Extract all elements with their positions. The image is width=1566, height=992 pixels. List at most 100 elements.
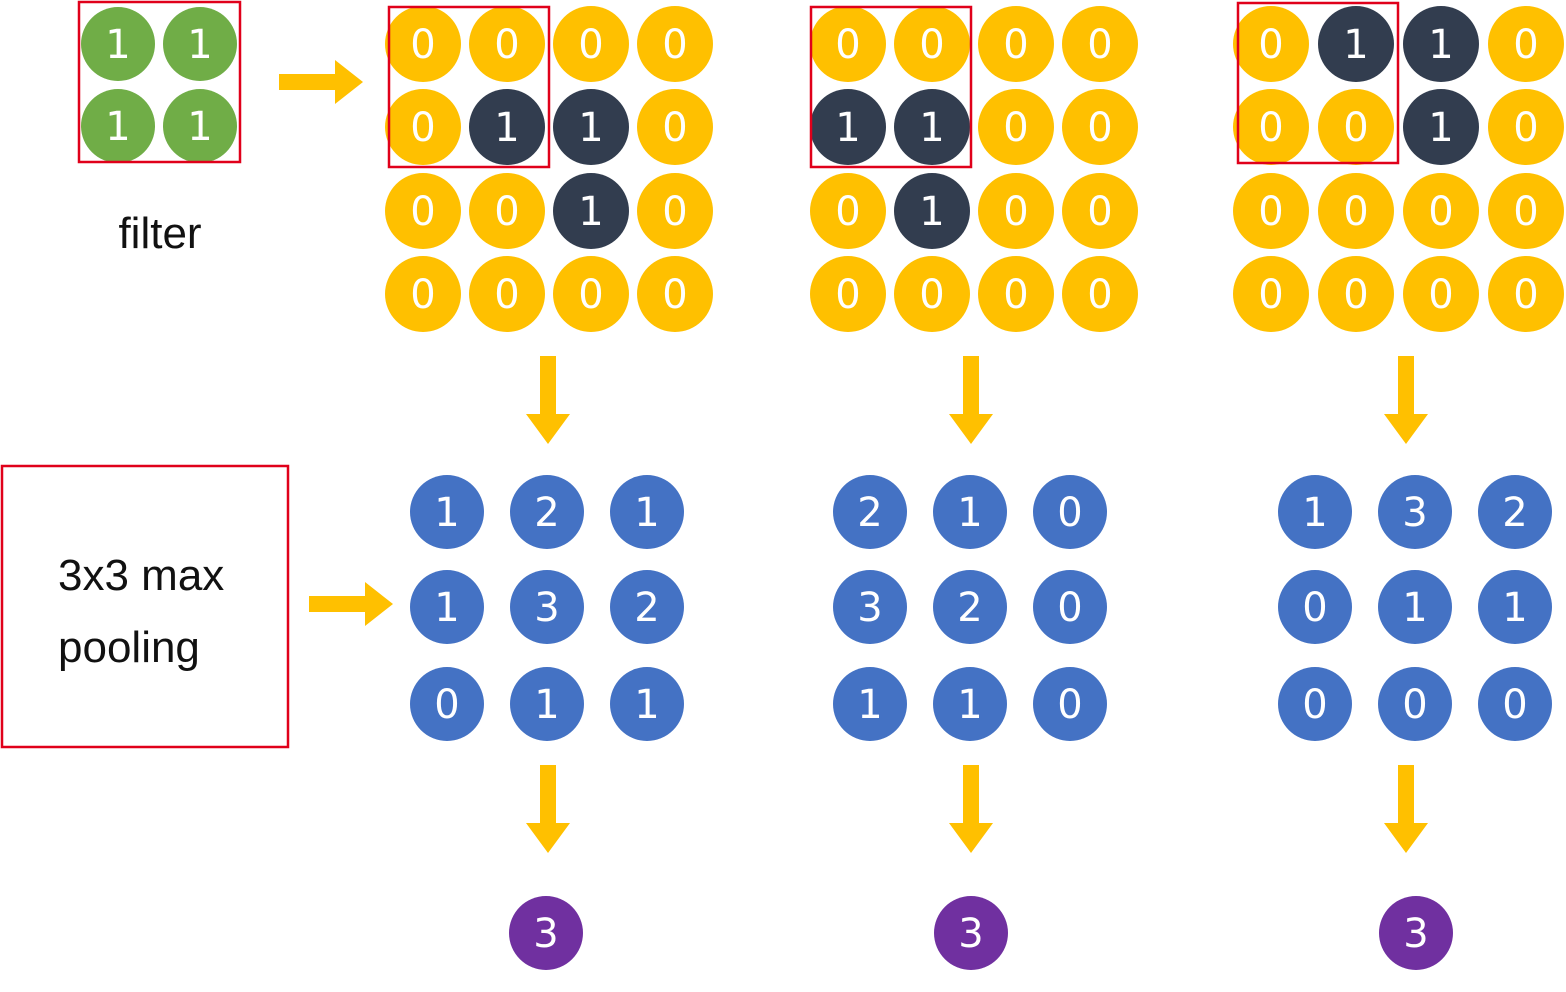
conv-cell-circle <box>933 570 1007 644</box>
filter-cell: 1 <box>81 89 155 163</box>
filter-cell-circle <box>81 89 155 163</box>
conv-cell-value: 1 <box>634 490 659 536</box>
filter-position-box <box>809 5 973 169</box>
conv-cell-value: 0 <box>434 682 459 728</box>
input-cell: 0 <box>553 256 629 332</box>
filter-cell-value: 1 <box>105 104 130 150</box>
conv-cell-value: 0 <box>1057 682 1082 728</box>
input-cell-value: 0 <box>919 272 944 318</box>
flow-arrows <box>279 60 1428 853</box>
input-cell: 0 <box>1233 89 1309 165</box>
input-cell-circle <box>978 173 1054 249</box>
conv-cell-value: 1 <box>1502 585 1527 631</box>
input-cell: 1 <box>553 173 629 249</box>
input-cell-circle <box>1403 89 1479 165</box>
pooled-result: 3 <box>509 896 583 970</box>
input-cell-circle <box>1488 89 1564 165</box>
input-cell-circle <box>1233 6 1309 82</box>
input-cell-value: 0 <box>1343 272 1368 318</box>
input-cell-value: 0 <box>1258 22 1283 68</box>
conv-cell-circle <box>1278 667 1352 741</box>
conv-cell-value: 2 <box>534 490 559 536</box>
input-cell-circle <box>810 89 886 165</box>
input-cell: 1 <box>1403 89 1479 165</box>
conv-cell-circle <box>1378 475 1452 549</box>
filter-cell-circle <box>81 7 155 81</box>
conv-cell-value: 1 <box>1302 490 1327 536</box>
input-cell: 0 <box>637 6 713 82</box>
input-cell-circle <box>469 89 545 165</box>
input-cell-circle <box>1318 173 1394 249</box>
input-cell-value: 0 <box>1513 22 1538 68</box>
filter-highlight-box <box>77 0 242 164</box>
input-cell: 0 <box>553 6 629 82</box>
input-cell-value: 0 <box>1428 189 1453 235</box>
input-cell-value: 0 <box>1343 189 1368 235</box>
input-cell-circle <box>1233 256 1309 332</box>
input-cell: 0 <box>1488 173 1564 249</box>
input-cell: 1 <box>1403 6 1479 82</box>
input-cell-value: 0 <box>1003 105 1028 151</box>
input-cell-value: 1 <box>919 105 944 151</box>
input-cell: 1 <box>810 89 886 165</box>
input-cell-value: 1 <box>919 189 944 235</box>
input-cell: 0 <box>1318 89 1394 165</box>
input-cell: 0 <box>1062 6 1138 82</box>
input-cell: 0 <box>978 89 1054 165</box>
conv-cell-circle <box>410 570 484 644</box>
conv-cell: 0 <box>1278 667 1352 741</box>
conv-cell: 0 <box>1378 667 1452 741</box>
input-cell-circle <box>978 89 1054 165</box>
input-to-conv-arrow <box>1384 356 1428 444</box>
input-cell-value: 0 <box>1258 189 1283 235</box>
input-cell: 0 <box>978 173 1054 249</box>
input-cell-value: 0 <box>578 272 603 318</box>
input-cell-value: 0 <box>1003 22 1028 68</box>
conv-cell: 2 <box>833 475 907 549</box>
filter-position-box <box>387 5 551 169</box>
input-cell-value: 0 <box>1003 272 1028 318</box>
conv-cell-circle <box>1478 667 1552 741</box>
conv-cell-circle <box>1478 475 1552 549</box>
conv-cell-value: 2 <box>957 585 982 631</box>
input-cell-value: 0 <box>835 22 860 68</box>
conv-cell-circle <box>1033 667 1107 741</box>
conv-cell-value: 3 <box>534 585 559 631</box>
input-cell: 1 <box>894 173 970 249</box>
input-cell-circle <box>894 89 970 165</box>
input-cell-value: 0 <box>1087 105 1112 151</box>
input-cell-circle <box>1403 256 1479 332</box>
conv-cell-circle <box>1278 475 1352 549</box>
conv-cell-value: 1 <box>957 682 982 728</box>
conv-cell: 1 <box>1378 570 1452 644</box>
input-cell-circle <box>1233 89 1309 165</box>
conv-cell-value: 2 <box>634 585 659 631</box>
input-cell-value: 0 <box>662 22 687 68</box>
input-cell-value: 0 <box>662 189 687 235</box>
input-cell-circle <box>553 6 629 82</box>
input-cell-circle <box>810 173 886 249</box>
conv-cell-value: 0 <box>1057 585 1082 631</box>
input-cell: 0 <box>385 6 461 82</box>
filter-cell: 1 <box>81 7 155 81</box>
input-cell-circle <box>385 89 461 165</box>
input-cell-circle <box>1488 6 1564 82</box>
input-cell-circle <box>1062 256 1138 332</box>
input-cell-circle <box>469 6 545 82</box>
conv-cell-circle <box>1378 667 1452 741</box>
input-cell-circle <box>469 173 545 249</box>
input-cell-value: 0 <box>1087 189 1112 235</box>
input-cell-circle <box>1062 89 1138 165</box>
conv-cell: 3 <box>510 570 584 644</box>
conv-cell: 1 <box>410 475 484 549</box>
input-cell: 0 <box>1488 6 1564 82</box>
conv-cell-value: 1 <box>957 490 982 536</box>
conv-cell: 2 <box>510 475 584 549</box>
input-cell-value: 1 <box>578 105 603 151</box>
conv-cell-value: 1 <box>434 490 459 536</box>
